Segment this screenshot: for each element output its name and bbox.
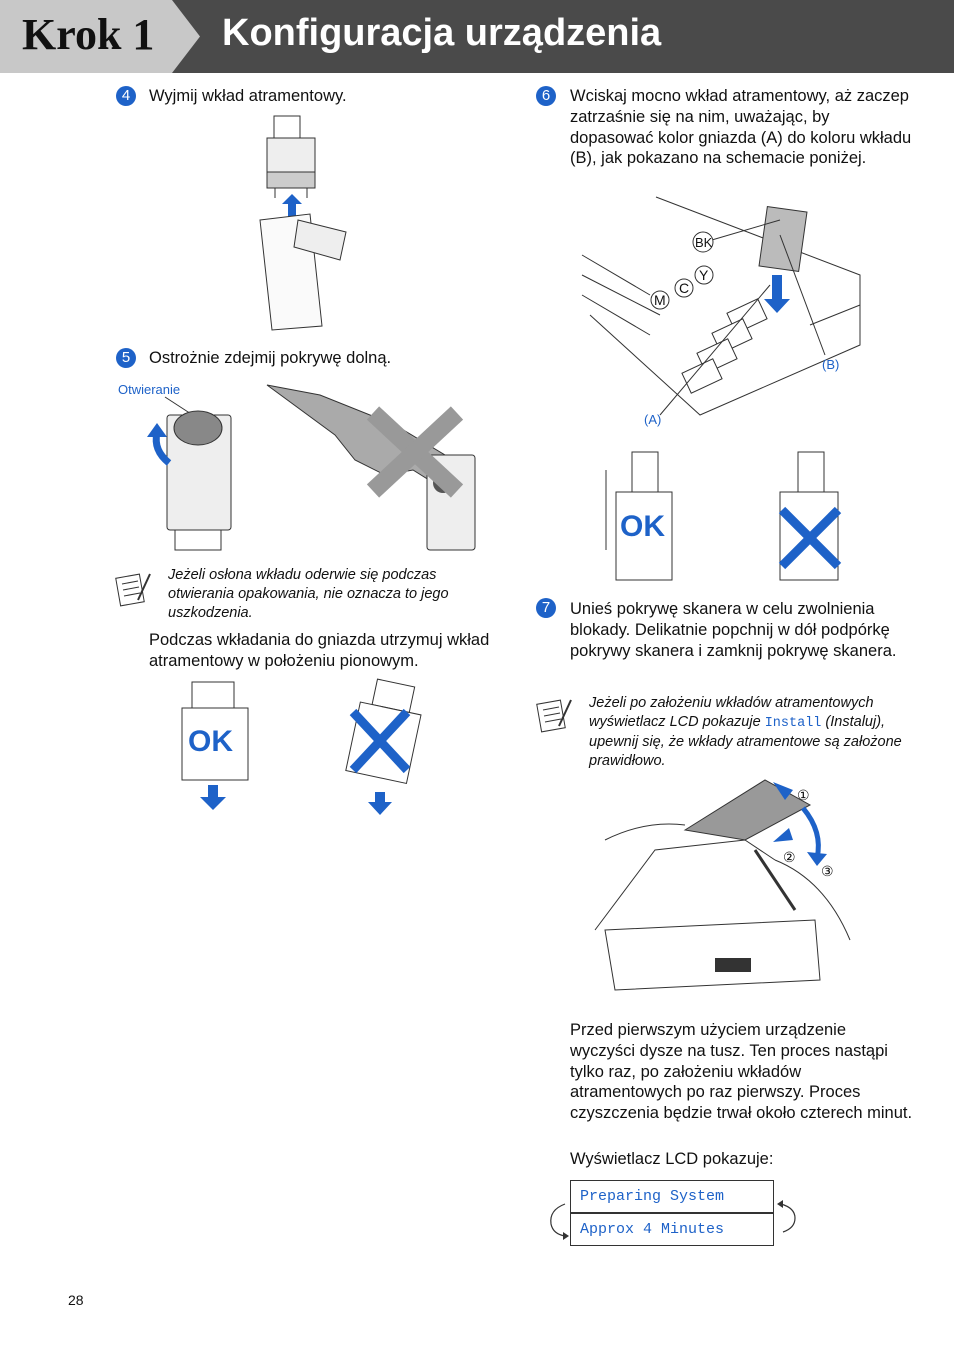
label-c: C xyxy=(679,280,689,296)
label-y: Y xyxy=(699,267,709,283)
note-cover-torn: Jeżeli osłona wkładu oderwie się podczas… xyxy=(168,567,449,621)
marker-3: ③ xyxy=(821,863,834,879)
cartridge-tilted-illustration xyxy=(345,678,422,815)
label-m: M xyxy=(654,292,666,308)
lcd-line-1: Preparing System xyxy=(570,1180,774,1213)
lcd-line-2: Approx 4 Minutes xyxy=(570,1213,774,1246)
arrow-icon xyxy=(773,828,793,842)
cycle-arrow-icon xyxy=(777,1200,796,1233)
arrow-icon xyxy=(773,782,793,800)
cartridge-in-slot-ok: OK xyxy=(605,451,673,581)
para-cleaning: Przed pierwszym użyciem urządzenie wyczy… xyxy=(570,1021,913,1123)
notepad-icon xyxy=(115,573,151,607)
notepad-icon xyxy=(536,699,572,733)
cross-icon xyxy=(778,506,842,570)
ok-label: OK xyxy=(188,725,233,758)
step-tab xyxy=(0,0,200,73)
arrow-icon xyxy=(282,194,302,218)
arrow-icon xyxy=(200,785,226,810)
page-title: Konfiguracja urządzenia xyxy=(222,12,662,54)
cross-icon xyxy=(349,708,411,774)
page-number: 28 xyxy=(68,1292,84,1308)
step-7-text: Unieś pokrywę skanera w celu zwolnienia … xyxy=(570,600,897,660)
marker-2: ② xyxy=(783,849,796,865)
step-number-6: 6 xyxy=(536,86,556,106)
scanner-cover-illustration: ① ② ③ xyxy=(594,779,851,991)
para-lcd: Wyświetlacz LCD pokazuje: xyxy=(570,1150,774,1168)
cartridge-removal-illustration xyxy=(259,115,347,331)
label-a: (A) xyxy=(644,412,661,427)
marker-1: ① xyxy=(797,787,810,803)
arrow-icon xyxy=(764,275,790,313)
label-bk: BK xyxy=(695,235,713,250)
cycle-arrow-icon xyxy=(550,1203,569,1240)
label-b: (B) xyxy=(822,357,839,372)
step-5-text: Ostrożnie zdejmij pokrywę dolną. xyxy=(149,349,392,367)
note-install-lcd: Jeżeli po założeniu wkładów atramentowyc… xyxy=(589,695,902,769)
step-6-text: Wciskaj mocno wkład atramentowy, aż zacz… xyxy=(570,87,912,168)
step-number-5: 5 xyxy=(116,348,136,368)
step-4-text: Wyjmij wkład atramentowy. xyxy=(149,87,347,105)
lcd-install-code: Install xyxy=(764,716,822,731)
para-upright: Podczas wkładania do gniazda utrzymuj wk… xyxy=(149,631,490,670)
step-number-7: 7 xyxy=(536,598,556,618)
step-label: Krok 1 xyxy=(22,10,155,59)
printer-slot-diagram: BK Y C M (B) (A) xyxy=(581,196,861,427)
cross-icon xyxy=(366,406,464,498)
cartridge-ok-illustration: OK xyxy=(181,681,249,810)
arrow-icon xyxy=(368,792,392,815)
label-otwieranie: Otwieranie xyxy=(118,382,181,397)
arrow-icon xyxy=(807,852,827,866)
ok-label: OK xyxy=(620,510,665,543)
step-number-4: 4 xyxy=(116,86,136,106)
cover-removal-illustration xyxy=(147,384,476,551)
cartridge-in-slot-wrong xyxy=(778,451,842,581)
